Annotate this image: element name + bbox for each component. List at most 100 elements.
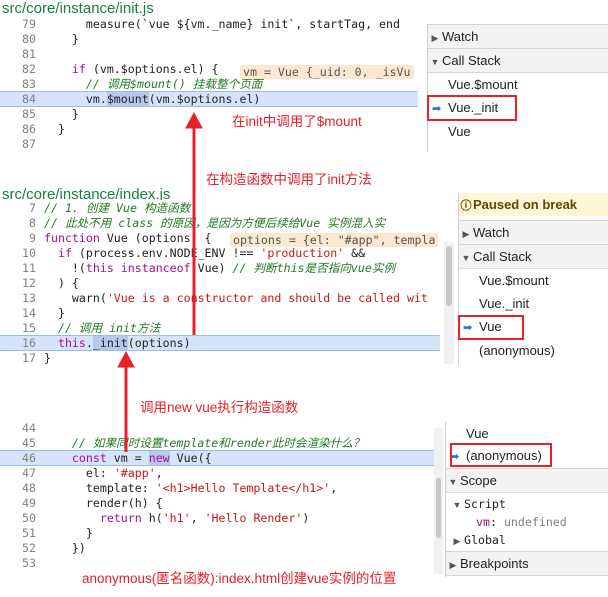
line-number[interactable]: 46 — [22, 451, 36, 465]
code-token: ) { — [44, 276, 79, 290]
code-line: 10 if (process.env.NODE_ENV !== 'product… — [0, 245, 440, 261]
call-frame-vue-init[interactable]: ➡Vue._init — [428, 96, 608, 119]
pause-info-icon: ⓘ — [460, 200, 472, 212]
code-token: (options) — [127, 336, 191, 350]
code-line: 13 warn('Vue is a constructor and should… — [0, 290, 440, 306]
line-number[interactable]: 13 — [22, 291, 36, 305]
code-token: template: — [44, 481, 156, 495]
line-number[interactable]: 7 — [29, 201, 36, 215]
scrollbar-thumb[interactable] — [446, 246, 452, 306]
code-line: 50 return h('h1', 'Hello Render') — [0, 510, 440, 526]
call-frame-vue[interactable]: Vue — [466, 426, 489, 441]
code-line: 85 } — [0, 106, 418, 122]
code-token: } — [44, 32, 79, 46]
code-editor-init[interactable]: 79 measure(`vue ${vm._name} init`, start… — [0, 16, 418, 154]
code-line: 51 } — [0, 525, 440, 541]
call-frame-anonymous[interactable]: ➡(anonymous) — [446, 444, 608, 467]
code-line: 12 ) { — [0, 275, 440, 291]
code-line: 16 this._init(options) — [0, 335, 440, 351]
code-line: 82 if (vm.$options.el) { — [0, 61, 418, 77]
line-number[interactable]: 79 — [22, 17, 36, 31]
line-number[interactable]: 11 — [22, 261, 36, 275]
line-number[interactable]: 82 — [22, 62, 36, 76]
code-text: } — [44, 31, 79, 47]
code-line: 87 — [0, 136, 418, 152]
line-number[interactable]: 50 — [22, 511, 36, 525]
code-text: this._init(options) — [44, 336, 191, 350]
code-text: measure(`vue ${vm._name} init`, startTag… — [44, 16, 400, 32]
line-number[interactable]: 81 — [22, 47, 36, 61]
call-stack-section-header[interactable]: ▼Call Stack — [428, 48, 608, 73]
code-line: 15 // 调用 init方法 — [0, 320, 440, 336]
line-number[interactable]: 9 — [29, 231, 36, 245]
scope-section-header[interactable]: ▼Scope — [446, 468, 608, 493]
line-number[interactable]: 47 — [22, 466, 36, 480]
line-number[interactable]: 16 — [22, 336, 36, 350]
line-number[interactable]: 84 — [22, 92, 36, 106]
line-number[interactable]: 85 — [22, 107, 36, 121]
call-stack-label: Call Stack — [473, 249, 532, 264]
watch-section-header-2[interactable]: ▶Watch — [459, 220, 608, 245]
code-text: if (process.env.NODE_ENV !== 'production… — [44, 245, 365, 261]
script-scope-label: Script — [464, 497, 506, 511]
vertical-scrollbar-2[interactable] — [444, 242, 454, 364]
code-text: } — [44, 350, 51, 366]
scope-var-vm[interactable]: vm: undefined — [446, 510, 608, 533]
scrollbar-thumb[interactable] — [436, 478, 441, 538]
code-text: // 调用$mount() 挂载整个页面 — [44, 76, 263, 92]
paused-token: new — [148, 451, 170, 465]
line-number[interactable]: 15 — [22, 321, 36, 335]
code-text: render(h) { — [44, 495, 163, 511]
call-frame-vue[interactable]: ➡Vue — [459, 315, 608, 338]
code-line: 84 vm.$mount(vm.$options.el) — [0, 91, 418, 107]
line-number[interactable]: 8 — [29, 216, 36, 230]
line-number[interactable]: 83 — [22, 77, 36, 91]
call-frame-anonymous[interactable]: (anonymous) — [479, 343, 555, 358]
paused-token: _init — [92, 336, 128, 350]
call-frame-vue-mount[interactable]: Vue.$mount — [448, 77, 518, 92]
scope-global-group[interactable]: ▶Global — [446, 528, 608, 551]
line-number[interactable]: 12 — [22, 276, 36, 290]
scope-script-group[interactable]: ▼Script — [446, 492, 608, 515]
highlight-box-init-frame — [427, 95, 517, 121]
code-line: 44 — [0, 420, 440, 436]
line-number[interactable]: 87 — [22, 137, 36, 151]
code-token: return — [99, 511, 142, 525]
frame-label: Vue._init — [448, 100, 499, 115]
line-number[interactable]: 51 — [22, 526, 36, 540]
code-line: 7// 1. 创建 Vue 构造函数 — [0, 200, 440, 216]
line-number[interactable]: 48 — [22, 481, 36, 495]
line-number[interactable]: 52 — [22, 541, 36, 555]
line-number[interactable]: 17 — [22, 351, 36, 365]
line-number[interactable]: 10 — [22, 246, 36, 260]
code-text: } — [44, 525, 93, 541]
code-token: // 判断this是否指向vue实例 — [232, 261, 396, 275]
line-number[interactable]: 14 — [22, 306, 36, 320]
file-title-index: src/core/instance/index.js — [2, 186, 171, 203]
line-number[interactable]: 53 — [22, 556, 36, 570]
code-line: 53 — [0, 555, 440, 571]
call-frame-vue-mount[interactable]: Vue.$mount — [479, 273, 549, 288]
line-number[interactable]: 45 — [22, 436, 36, 450]
call-stack-section-header-2[interactable]: ▼Call Stack — [459, 244, 608, 269]
code-token: render(h) { — [44, 496, 163, 510]
code-token: this — [85, 261, 114, 275]
call-frame-vue[interactable]: Vue — [448, 124, 471, 139]
breakpoints-section-header[interactable]: ▶Breakpoints — [446, 551, 608, 576]
line-number[interactable]: 80 — [22, 32, 36, 46]
expand-triangle-icon: ▶ — [453, 536, 461, 546]
line-number[interactable]: 86 — [22, 122, 36, 136]
code-text: function Vue (options) { — [44, 230, 212, 246]
code-token: // 此处不用 class 的原因，是因为方便后续给Vue 实例混入实 — [44, 216, 386, 230]
line-number[interactable]: 49 — [22, 496, 36, 510]
code-text: }) — [44, 540, 86, 556]
vertical-scrollbar-3[interactable] — [434, 428, 443, 574]
code-token: function — [44, 231, 100, 245]
line-number[interactable]: 44 — [22, 421, 36, 435]
code-text: warn('Vue is a constructor and should be… — [44, 290, 428, 306]
code-token: , — [155, 466, 163, 480]
call-frame-vue-init[interactable]: Vue._init — [479, 296, 530, 311]
